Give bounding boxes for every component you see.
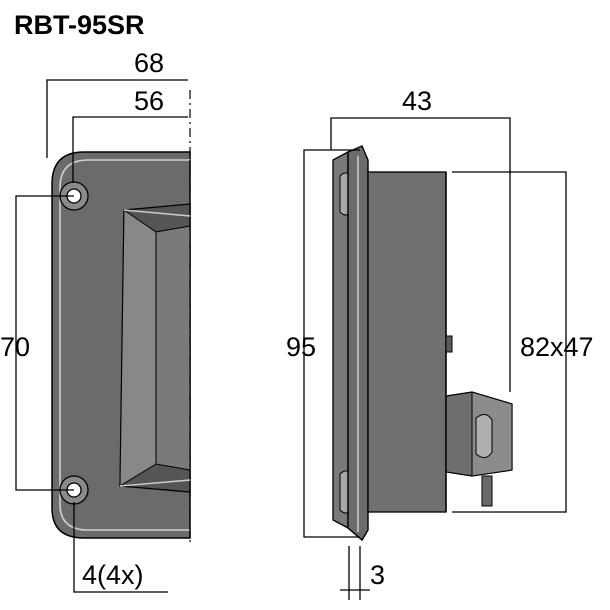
front-faceplate-bevel — [59, 159, 190, 531]
side-view: 43 95 82x47 3 — [286, 86, 594, 600]
ribbon-top-edge — [123, 209, 191, 217]
dimension-70-label: 70 — [0, 332, 30, 362]
dimension-43: 43 — [330, 86, 511, 392]
ribbon-opening-floor — [155, 225, 191, 471]
dimension-68-label: 68 — [134, 48, 164, 78]
dimension-82x47-label: 82x47 — [520, 332, 594, 362]
dimension-hole-label: 4(4x) — [82, 560, 144, 590]
ribbon-bottom-edge — [119, 479, 191, 487]
dimension-68: 68 — [46, 48, 188, 158]
side-terminal-tab — [475, 414, 493, 458]
side-screw-knob — [445, 335, 453, 353]
dimension-95: 95 — [286, 149, 360, 538]
dimension-56-label: 56 — [134, 86, 164, 116]
dimension-70: 70 — [0, 195, 74, 491]
model-title: RBT-95SR — [14, 10, 145, 40]
side-cable — [481, 475, 493, 507]
dimension-95-label: 95 — [286, 332, 316, 362]
side-magnet-housing — [367, 171, 447, 513]
ribbon-opening-slope — [119, 209, 157, 487]
dimension-3: 3 — [340, 546, 385, 600]
front-view: 68 56 70 4(4x) — [0, 48, 191, 593]
dimension-hole: 4(4x) — [73, 502, 168, 593]
dimension-43-label: 43 — [402, 86, 432, 116]
dimension-56: 56 — [72, 86, 188, 183]
dimension-3-label: 3 — [370, 560, 385, 590]
dimension-82x47: 82x47 — [452, 171, 594, 513]
